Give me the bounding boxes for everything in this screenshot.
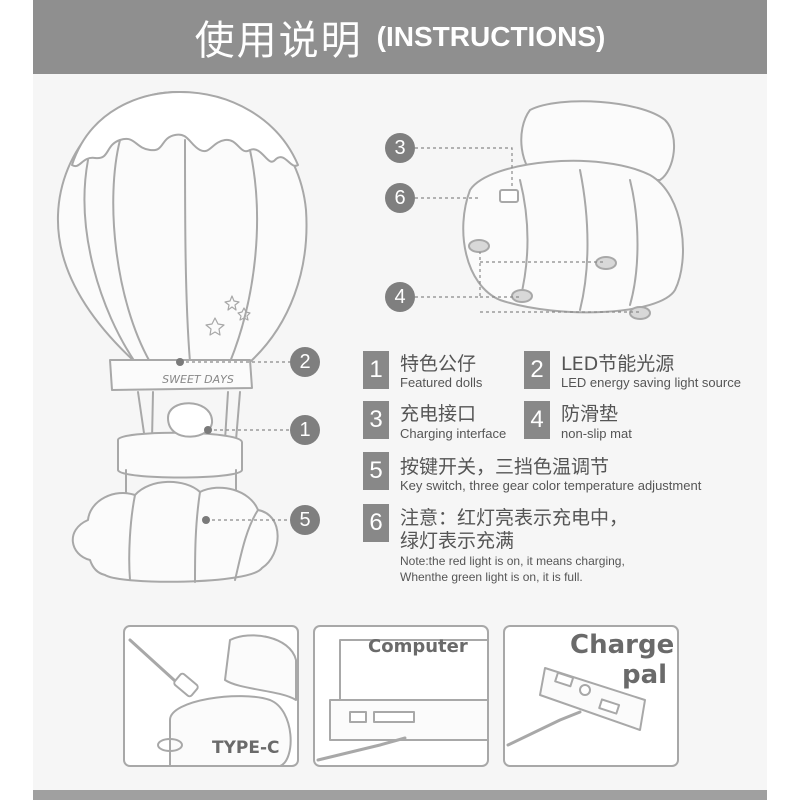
feature-number: 6: [363, 504, 389, 542]
balloon-seam: [112, 139, 151, 363]
basket: [117, 431, 243, 479]
non-slip-foot: [629, 306, 651, 320]
charging-port: [499, 189, 519, 203]
balloon-seam: [229, 149, 259, 363]
balloon-seam: [184, 139, 191, 363]
feature-title-en: Charging interface: [400, 426, 507, 441]
charge-label-line2: pal: [622, 660, 668, 690]
port-glow: [157, 738, 183, 752]
feature-note-en-line2: Whenthe green light is on, it is full.: [400, 570, 583, 584]
title-zh: 使用说明: [194, 18, 363, 64]
lamp-engraving: SWEET DAYS: [162, 373, 234, 386]
base-cloud: [71, 480, 279, 583]
feature-title-en: LED energy saving light source: [561, 375, 741, 390]
callout-badge: 5: [290, 505, 320, 535]
feature-note-en-line1: Note:the red light is on, it means charg…: [400, 554, 625, 568]
base-cloud-seam: [128, 491, 259, 583]
leader-dot: [202, 516, 210, 524]
callout-badge: 3: [385, 133, 415, 163]
feature-title-en: Key switch, three gear color temperature…: [400, 478, 702, 493]
computer-cable: [316, 736, 407, 762]
feature-number: 1: [363, 351, 389, 389]
basket-rope: [137, 391, 154, 441]
usb-port-sketch: [373, 711, 415, 723]
callout-badge: 2: [290, 347, 320, 377]
feature-number: 3: [363, 401, 389, 439]
title-en: (INSTRUCTIONS): [376, 21, 606, 52]
base-seam: [519, 169, 639, 311]
feature-title-zh: 防滑垫: [561, 403, 619, 425]
non-slip-foot: [468, 239, 490, 253]
feature-title-zh: 充电接口: [400, 403, 477, 425]
lamp-body-sketch: [224, 634, 297, 701]
basket-rope: [224, 391, 241, 441]
bottom-bar: [33, 790, 767, 800]
charge-label-line1: Charge: [570, 630, 675, 660]
non-slip-foot: [511, 289, 533, 303]
star-decoration: [237, 307, 251, 321]
balloon-seam: [83, 159, 136, 363]
typec-plug: [173, 672, 199, 698]
feature-number: 4: [524, 401, 550, 439]
typec-label: TYPE-C: [212, 738, 280, 758]
powerbank-port: [554, 671, 575, 688]
feature-title-zh: 特色公仔: [400, 353, 477, 375]
non-slip-foot: [595, 256, 617, 270]
laptop-sketch: [329, 639, 489, 741]
feature-note-zh-line2: 绿灯表示充满: [400, 530, 515, 552]
left-margin: [0, 0, 33, 800]
feature-number: 2: [524, 351, 550, 389]
callout-badge: 6: [385, 183, 415, 213]
charge-cable: [506, 710, 582, 747]
lamp-base-sketch: [169, 695, 292, 767]
powerbank-port: [598, 698, 621, 715]
star-decoration: [224, 295, 240, 311]
leader-dot: [204, 426, 212, 434]
header-banner: 使用说明 (INSTRUCTIONS): [33, 0, 767, 74]
feature-title-zh: 按键开关，三挡色温调节: [400, 456, 610, 478]
feature-note-zh-line1: 注意：红灯亮表示充电中，: [400, 507, 629, 529]
powerbank-button: [579, 684, 591, 696]
feature-title-zh: LED节能光源: [561, 353, 675, 375]
feature-number: 5: [363, 452, 389, 490]
leader-line: [415, 147, 513, 188]
leader-dot: [176, 358, 184, 366]
star-decoration: [205, 317, 225, 336]
balloon-collar: [109, 359, 253, 391]
leader-line: [415, 252, 640, 313]
right-margin: [767, 0, 800, 800]
callout-badge: 1: [290, 415, 320, 445]
computer-label: Computer: [368, 636, 468, 657]
base-body: [462, 159, 684, 314]
usb-port-sketch: [349, 711, 367, 723]
feature-title-en: Featured dolls: [400, 375, 483, 390]
feature-title-en: non-slip mat: [561, 426, 632, 441]
callout-badge: 4: [385, 282, 415, 312]
doll-figure: [167, 402, 214, 438]
